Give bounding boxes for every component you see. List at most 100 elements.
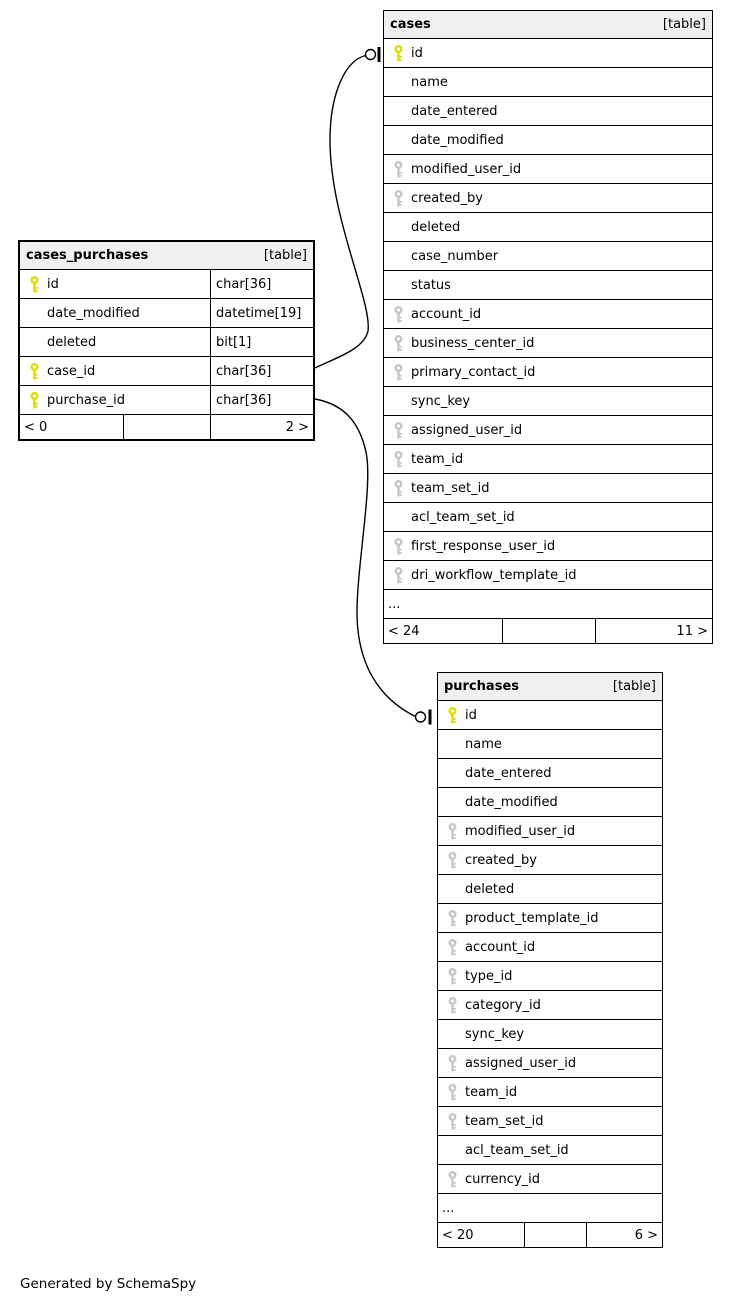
column-row: modified_user_id: [438, 817, 662, 846]
key-icon: [394, 566, 403, 584]
column-row: id char[36]: [20, 270, 313, 299]
table-header[interactable]: cases [table]: [384, 11, 712, 39]
table-tag: [table]: [662, 17, 706, 32]
key-icon: [394, 450, 403, 468]
column-name: deleted: [465, 881, 515, 897]
key-icon: [448, 1170, 457, 1188]
column-row: created_by: [438, 846, 662, 875]
column-name-cell: case_id: [20, 357, 210, 385]
column-name: id: [47, 276, 59, 292]
column-type: char[36]: [210, 386, 313, 414]
table-node-cases[interactable]: cases [table] id: [383, 10, 713, 644]
column-name: team_set_id: [411, 480, 490, 496]
column-name: case_id: [47, 363, 96, 379]
footer-parent-count: < 20: [438, 1223, 525, 1247]
column-row: date_entered: [384, 97, 712, 126]
column-row: assigned_user_id: [438, 1049, 662, 1078]
column-name: modified_user_id: [465, 823, 576, 839]
column-row: name: [384, 68, 712, 97]
column-name: product_template_id: [465, 910, 599, 926]
table-name[interactable]: purchases: [444, 679, 519, 694]
column-row: date_modified: [438, 788, 662, 817]
key-icon: [394, 44, 403, 62]
column-name: sync_key: [411, 393, 471, 409]
footer-child-count: 11 >: [676, 623, 708, 639]
column-row: sync_key: [384, 387, 712, 416]
column-row: date_modified: [384, 126, 712, 155]
column-name: sync_key: [465, 1026, 525, 1042]
column-name: account_id: [411, 306, 482, 322]
column-row: deleted bit[1]: [20, 328, 313, 357]
key-icon: [448, 909, 457, 927]
column-row: date_modified datetime[19]: [20, 299, 313, 328]
column-row: first_response_user_id: [384, 532, 712, 561]
table-footer: < 20 6 >: [438, 1223, 662, 1247]
footer-parent-count: < 0: [20, 415, 124, 439]
footer-middle-cell: [124, 415, 211, 439]
footer-middle-cell: [525, 1223, 587, 1247]
table-node-cases-purchases[interactable]: cases_purchases [table] id c: [18, 240, 315, 441]
column-name: case_number: [411, 248, 499, 264]
column-name: date_modified: [411, 132, 504, 148]
column-row: case_number: [384, 242, 712, 271]
zero-or-one-circle-icon: [364, 48, 377, 61]
column-row: product_template_id: [438, 904, 662, 933]
column-name-cell: date_modified: [20, 299, 210, 327]
key-icon: [394, 537, 403, 555]
column-name: purchase_id: [47, 392, 126, 408]
key-icon: [30, 362, 39, 380]
key-icon: [30, 275, 39, 293]
table-footer: < 24 11 >: [384, 619, 712, 643]
table-node-purchases[interactable]: purchases [table] id: [437, 672, 663, 1248]
column-row: sync_key: [438, 1020, 662, 1049]
table-header[interactable]: purchases [table]: [438, 673, 662, 701]
key-icon: [448, 967, 457, 985]
column-row: ...: [384, 590, 712, 619]
key-icon: [448, 996, 457, 1014]
column-name: currency_id: [465, 1171, 541, 1187]
column-name: account_id: [465, 939, 536, 955]
key-icon: [394, 479, 403, 497]
column-name: team_set_id: [465, 1113, 544, 1129]
footer-child-count: 6 >: [634, 1227, 658, 1243]
column-name: ...: [442, 1200, 455, 1216]
table-tag: [table]: [612, 679, 656, 694]
column-row: currency_id: [438, 1165, 662, 1194]
key-icon: [448, 822, 457, 840]
column-name: id: [465, 707, 477, 723]
column-name: deleted: [411, 219, 461, 235]
table-name[interactable]: cases: [390, 17, 431, 32]
footer-parent-count: < 24: [384, 619, 503, 643]
column-name: created_by: [465, 852, 537, 868]
column-name: dri_workflow_template_id: [411, 567, 577, 583]
column-name: date_modified: [465, 794, 558, 810]
column-name: category_id: [465, 997, 541, 1013]
column-name: acl_team_set_id: [411, 509, 515, 525]
key-icon: [394, 334, 403, 352]
column-name: team_id: [411, 451, 464, 467]
column-row: acl_team_set_id: [384, 503, 712, 532]
key-icon: [448, 1083, 457, 1101]
column-name: primary_contact_id: [411, 364, 536, 380]
column-name: name: [411, 74, 448, 90]
column-row: purchase_id char[36]: [20, 386, 313, 415]
column-row: primary_contact_id: [384, 358, 712, 387]
column-name: type_id: [465, 968, 513, 984]
column-type: char[36]: [210, 357, 313, 385]
column-list: id name: [438, 701, 662, 1223]
column-name-cell: deleted: [20, 328, 210, 356]
column-row: type_id: [438, 962, 662, 991]
fk-line-purchase-id: [314, 398, 416, 718]
column-type: bit[1]: [210, 328, 313, 356]
table-name[interactable]: cases_purchases: [26, 248, 149, 263]
column-row: business_center_id: [384, 329, 712, 358]
column-type: char[36]: [210, 270, 313, 298]
table-header[interactable]: cases_purchases [table]: [20, 242, 313, 270]
key-icon: [394, 363, 403, 381]
key-icon: [394, 421, 403, 439]
column-list: id char[36] date_modified dateti: [20, 270, 313, 415]
key-icon: [448, 938, 457, 956]
key-icon: [448, 1112, 457, 1130]
